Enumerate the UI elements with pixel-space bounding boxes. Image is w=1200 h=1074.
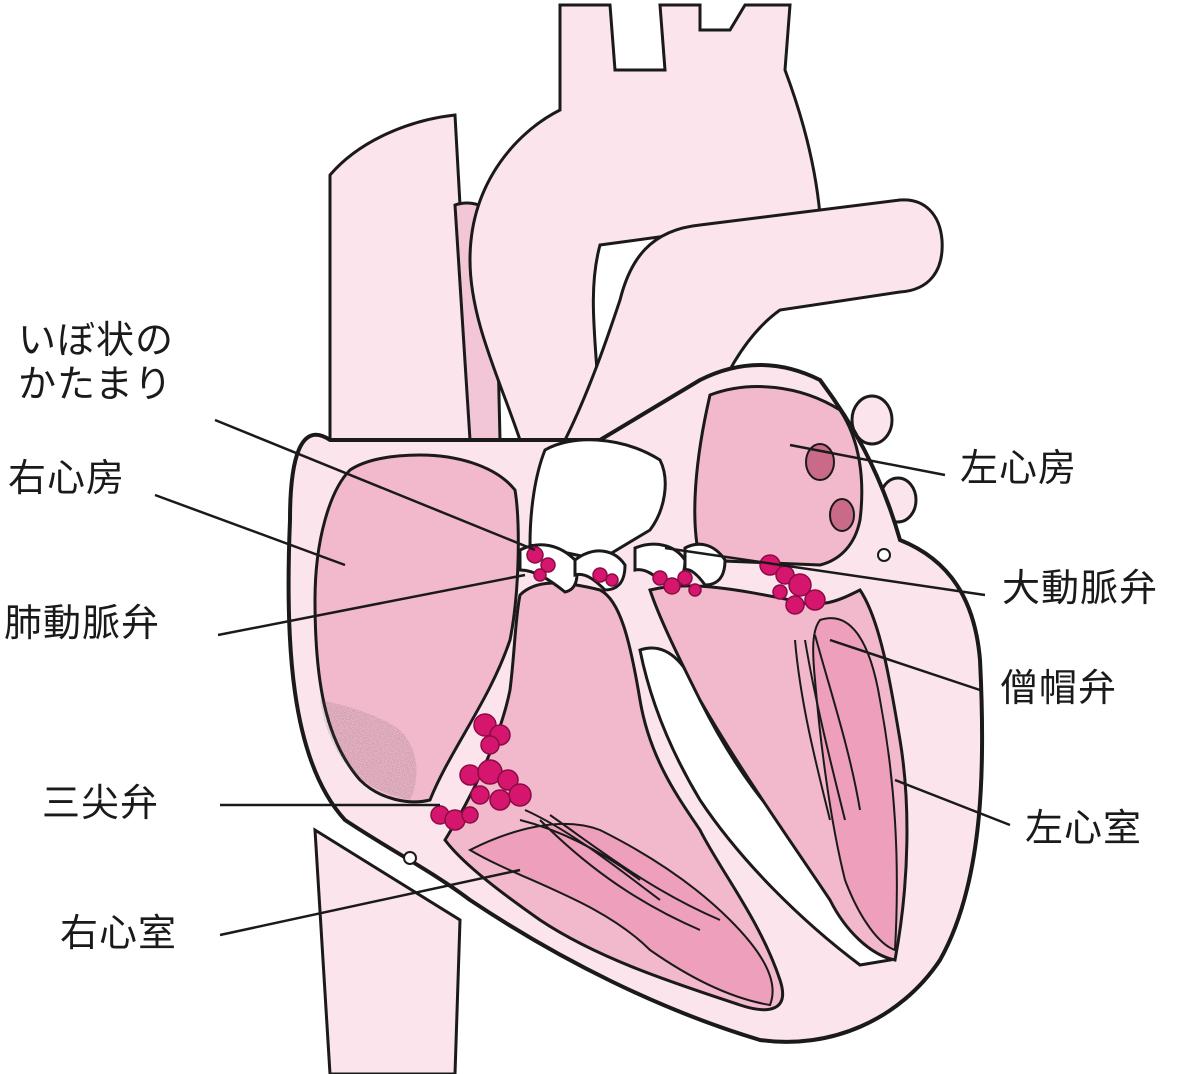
label-vegetation: いぼ状の かたまり bbox=[18, 318, 174, 406]
coronary-artery-left bbox=[877, 548, 891, 562]
label-pulmonary-valve: 肺動脈弁 bbox=[4, 601, 161, 645]
coronary-artery-right bbox=[403, 851, 417, 865]
left-chordae bbox=[794, 634, 861, 821]
leader-left-atrium bbox=[789, 443, 946, 477]
label-right-atrium: 右心房 bbox=[8, 456, 126, 500]
vegetations bbox=[430, 546, 826, 831]
pulmonary-artery bbox=[562, 198, 944, 442]
label-left-atrium: 左心房 bbox=[960, 446, 1078, 490]
leader-right-atrium bbox=[154, 493, 346, 567]
aorta bbox=[468, 3, 822, 442]
label-right-ventricle: 右心室 bbox=[60, 911, 178, 955]
left-atrium-chamber bbox=[693, 385, 864, 567]
label-tricuspid-valve: 三尖弁 bbox=[42, 781, 160, 825]
right-atrium-shade bbox=[320, 700, 417, 800]
leader-vegetation bbox=[214, 418, 536, 552]
pulmonary-vein-opening-2 bbox=[829, 498, 855, 532]
label-aortic-valve: 大動脈弁 bbox=[1002, 566, 1159, 610]
vena-cava bbox=[328, 113, 482, 442]
leader-right-ventricle bbox=[219, 868, 521, 937]
label-mitral-valve: 僧帽弁 bbox=[1000, 666, 1118, 710]
pulmonary-vein-upper bbox=[850, 394, 894, 446]
right-chordae bbox=[519, 809, 721, 931]
inferior-vena-cava bbox=[313, 827, 462, 1074]
leader-mitral-valve bbox=[829, 638, 981, 692]
label-vegetation-line1: いぼ状の bbox=[18, 318, 175, 362]
label-vegetation-line2: かたまり bbox=[18, 362, 173, 406]
leader-lines bbox=[154, 418, 1011, 937]
right-ventricle-muscle bbox=[467, 822, 774, 1007]
label-left-ventricle: 左心室 bbox=[1025, 806, 1143, 850]
leader-left-ventricle bbox=[894, 778, 1011, 827]
leader-aortic-valve bbox=[664, 546, 986, 597]
aortic-root bbox=[528, 438, 667, 562]
leader-pulmonary-valve bbox=[217, 573, 526, 637]
